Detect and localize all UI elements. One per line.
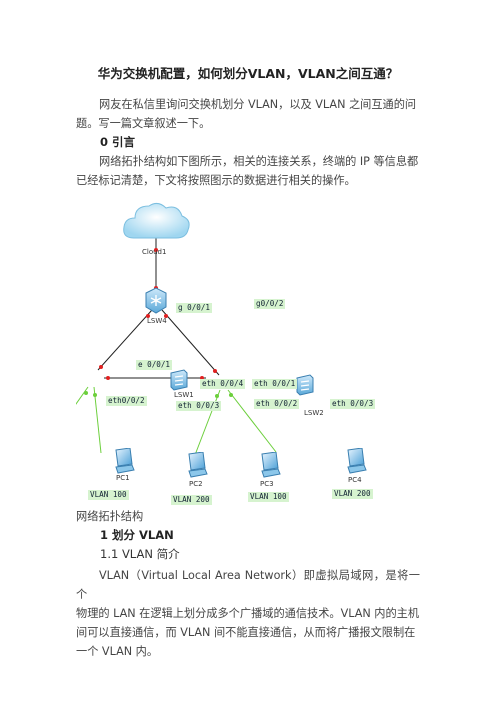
section-heading: 0 引言: [100, 135, 136, 149]
device-label-pc3: PC3: [260, 480, 274, 488]
port-label: g0/0/2: [254, 299, 286, 309]
pc4-icon: [347, 448, 367, 474]
section-heading: 1 划分 VLAN: [100, 528, 174, 542]
intro-paragraph: 网友在私信里询问交换机划分 VLAN，以及 VLAN 之间互通的问 题。写一篇文…: [76, 95, 420, 133]
topology-diagram: [76, 235, 277, 456]
network-topology-figure: Cloud1 LSW4 g 0/0/1 g0/0/2 LSW1 e 0/0/1 …: [76, 190, 420, 505]
access-links: [76, 386, 277, 456]
paragraph-line: 间可以直接通信，而 VLAN 间不能直接通信，从而将广播报文限制在: [76, 626, 416, 639]
port-label: eth 0/0/4: [200, 379, 246, 389]
port-label: eth 0/0/2: [254, 399, 300, 409]
page-title: 华为交换机配置，如何划分VLAN，VLAN之间互通？: [97, 66, 399, 81]
access-port-dots: [84, 391, 233, 398]
subsection-heading: 1.1 VLAN 简介: [100, 547, 180, 561]
link-sw1-pc1: [76, 386, 89, 405]
paragraph-line: 已经标记清楚，下文将按照图示的数据进行相关的操作。: [76, 174, 356, 187]
intro-line: 网友在私信里询问交换机划分 VLAN，以及 VLAN 之间互通的问: [99, 98, 417, 111]
port-label: eth 0/0/1: [252, 379, 298, 389]
link-core-sw2: [161, 309, 220, 376]
port-label: e 0/0/1: [136, 360, 173, 370]
pc2-icon: [188, 452, 208, 478]
device-label-sw1: LSW1: [174, 391, 194, 399]
link-core-sw1: [97, 309, 153, 371]
access-switch-2-icon: [296, 374, 314, 396]
figure-caption: 网络拓扑结构: [76, 510, 144, 523]
link-sw2-pc3: [194, 389, 221, 456]
core-links: [97, 235, 220, 379]
device-label-cloud: Cloud1: [142, 248, 167, 256]
vlan-label-pc3: VLAN 100: [248, 492, 289, 502]
device-label-core: LSW4: [147, 317, 167, 325]
intro-line: 题。写一篇文章叙述一下。: [76, 117, 211, 130]
device-label-sw2: LSW2: [304, 409, 324, 417]
paragraph-line: VLAN（Virtual Local Area Network）即虚拟局域网，是…: [76, 569, 420, 601]
topology-paragraph: 网络拓扑结构如下图所示，相关的连接关系，终端的 IP 等信息都 已经标记清楚，下…: [76, 152, 420, 190]
link-sw2-pc4: [227, 389, 277, 453]
device-label-pc4: PC4: [348, 476, 362, 484]
device-label-pc1: PC1: [116, 474, 130, 482]
port-label: eth0/0/2: [106, 396, 147, 406]
port-label: g 0/0/1: [176, 303, 213, 313]
vlan-intro-paragraph: VLAN（Virtual Local Area Network）即虚拟局域网，是…: [76, 566, 420, 661]
pc1-icon: [115, 448, 135, 474]
paragraph-line: 网络拓扑结构如下图所示，相关的连接关系，终端的 IP 等信息都: [99, 155, 419, 168]
access-switch-1-icon: [170, 369, 188, 391]
paragraph-line: 一个 VLAN 内。: [76, 645, 159, 658]
link-sw1-pc2: [93, 386, 102, 454]
device-label-pc2: PC2: [189, 480, 203, 488]
vlan-label-pc4: VLAN 200: [332, 489, 373, 499]
paragraph-line: 物理的 LAN 在逻辑上划分成多个广播域的通信技术。VLAN 内的主机: [76, 607, 420, 620]
port-label: eth 0/0/3: [330, 399, 376, 409]
vlan-label-pc1: VLAN 100: [88, 490, 129, 500]
core-switch-icon: [145, 287, 167, 314]
cloud-icon: [123, 202, 190, 239]
vlan-label-pc2: VLAN 200: [171, 495, 212, 505]
pc3-icon: [261, 452, 281, 478]
port-label: eth 0/0/3: [176, 401, 222, 411]
